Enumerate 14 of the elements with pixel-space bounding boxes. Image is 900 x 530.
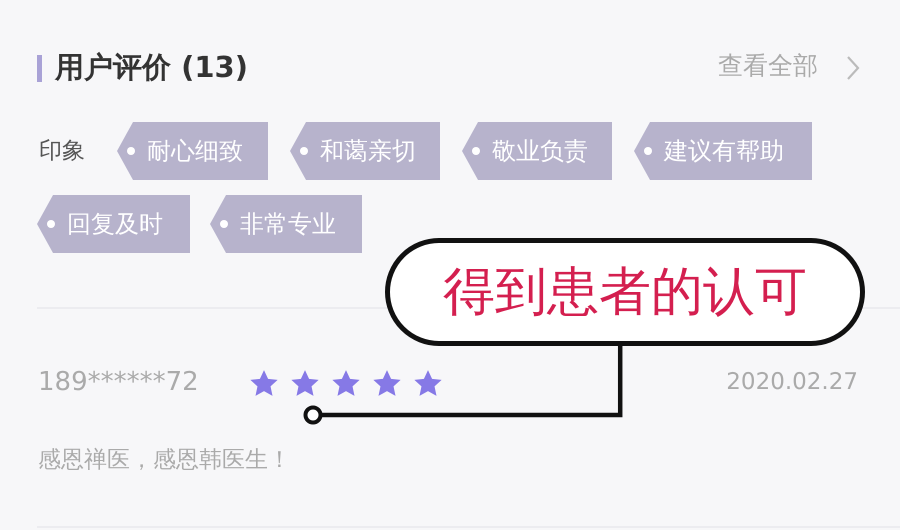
callout-bubble: 得到患者的认可 <box>385 238 865 346</box>
tag: 回复及时 <box>37 195 190 253</box>
tag: 敬业负责 <box>462 122 612 180</box>
section-title: 用户评价 (13) <box>55 50 248 85</box>
impression-label: 印象 <box>39 138 85 166</box>
review-text: 感恩禅医，感恩韩医生！ <box>38 447 291 475</box>
tag: 耐心细致 <box>117 122 268 180</box>
review-date: 2020.02.27 <box>726 369 858 397</box>
tag: 建议有帮助 <box>634 122 812 180</box>
view-all-link: 查看全部 <box>718 51 818 81</box>
user-id: 189******72 <box>38 367 199 398</box>
tag: 非常专业 <box>210 195 362 253</box>
tag: 和蔼亲切 <box>290 122 440 180</box>
leader-line <box>304 346 622 424</box>
